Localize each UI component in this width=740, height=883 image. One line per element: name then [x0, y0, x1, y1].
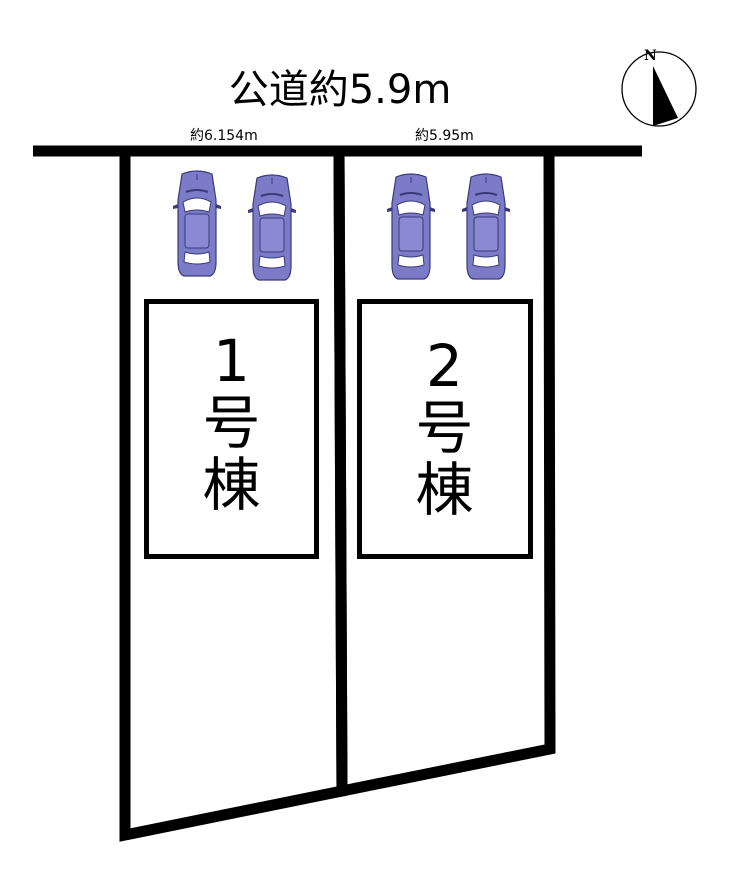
- compass-north-label: N: [644, 48, 657, 64]
- parking-car-1b: [247, 174, 297, 281]
- parking-car-1a: [172, 170, 222, 277]
- building-1-suffix-go: 号: [202, 389, 261, 457]
- building-2-footprint: [357, 299, 533, 559]
- building-2-label: 2 号 棟: [357, 335, 532, 521]
- building-1-number: 1: [213, 327, 250, 395]
- building-1-footprint: [144, 299, 319, 559]
- building-2-suffix-go: 号: [415, 394, 474, 462]
- lot-1-frontage-label: 約6.154m: [190, 128, 258, 144]
- building-1-label: 1 号 棟: [144, 330, 319, 516]
- lot-2-outline: [333, 145, 556, 798]
- building-2-suffix-tou: 棟: [415, 456, 474, 524]
- road-width-label: 公道約5.9m: [228, 67, 452, 113]
- parking-car-2b: [461, 173, 511, 280]
- lot-2-frontage-label: 約5.95m: [415, 128, 474, 144]
- building-1-suffix-tou: 棟: [202, 451, 261, 519]
- parking-car-2a: [386, 173, 436, 280]
- north-compass-icon: [621, 51, 697, 127]
- building-2-number: 2: [426, 332, 463, 400]
